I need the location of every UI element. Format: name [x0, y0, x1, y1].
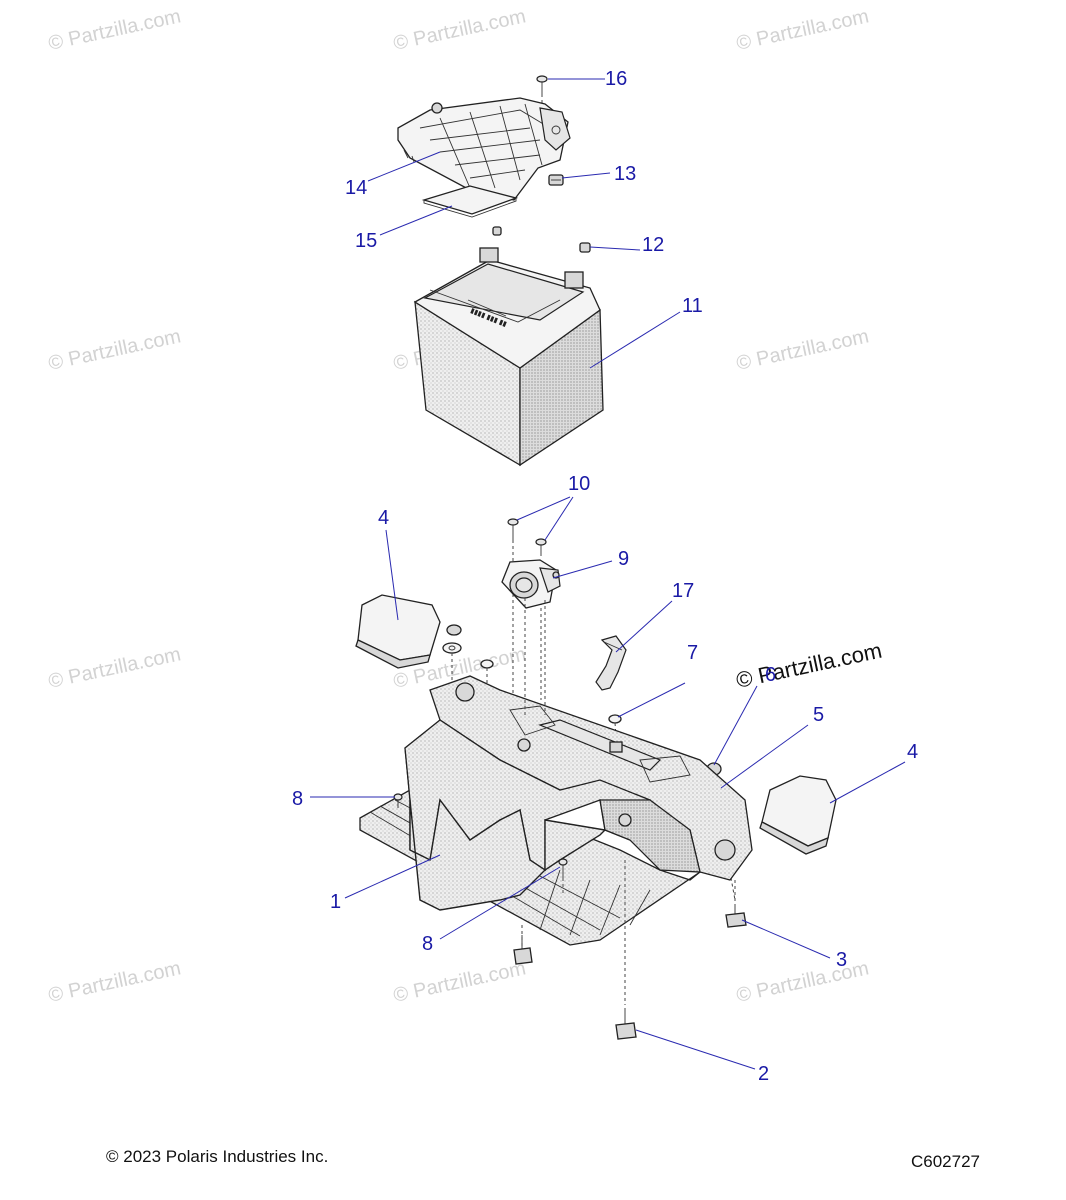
callouts: 16 14 13 15 12 11 10 9 17 4 7 6 5 4 8 1 …	[292, 68, 918, 1085]
part-12-bolt	[492, 226, 591, 253]
callout-4-right[interactable]: 4	[907, 741, 918, 763]
leader-lines	[310, 78, 906, 1070]
callout-11[interactable]: 11	[682, 295, 703, 317]
watermark: © Partzilla.com	[46, 325, 182, 375]
figure-id: C602727	[911, 1152, 981, 1171]
watermark: © Partzilla.com	[391, 957, 527, 1007]
callout-17[interactable]: 17	[672, 580, 694, 602]
callout-12[interactable]: 12	[642, 234, 664, 256]
watermark: © Partzilla.com	[734, 5, 870, 55]
alignment-lines	[524, 598, 546, 715]
part-14-bracket	[397, 97, 571, 201]
part-1-battery-tray	[359, 675, 753, 946]
watermark: © Partzilla.com	[46, 957, 182, 1007]
part-2-t-bolt	[615, 860, 637, 1040]
part-8-screw-center	[558, 858, 568, 895]
watermark-prominent: © Partzilla.com	[734, 638, 884, 693]
part-4-pad-right	[759, 775, 837, 855]
watermark: © Partzilla.com	[391, 5, 527, 55]
callout-10[interactable]: 10	[568, 473, 590, 495]
callout-3[interactable]: 3	[836, 949, 847, 971]
watermark: © Partzilla.com	[734, 325, 870, 375]
part-17-clip	[595, 635, 627, 691]
callout-6[interactable]: 6	[765, 664, 776, 686]
callout-13[interactable]: 13	[614, 163, 636, 185]
callout-15[interactable]: 15	[355, 230, 377, 252]
watermark: © Partzilla.com	[46, 643, 182, 693]
callout-8-left[interactable]: 8	[292, 788, 303, 810]
watermark: © Partzilla.com	[734, 957, 870, 1007]
callout-4-left[interactable]: 4	[378, 507, 389, 529]
watermark: © Partzilla.com	[46, 5, 182, 55]
part-9-solenoid	[501, 559, 561, 609]
callout-1[interactable]: 1	[330, 891, 341, 913]
callout-7[interactable]: 7	[687, 642, 698, 664]
part-11-battery: ▮▮▮▮ ▮▮▮ ▮▮	[413, 247, 604, 467]
copyright-notice: © 2023 Polaris Industries Inc.	[106, 1147, 329, 1166]
part-3-t-bolt	[513, 880, 747, 965]
callout-2[interactable]: 2	[758, 1063, 769, 1085]
callout-14[interactable]: 14	[345, 177, 367, 199]
callout-16[interactable]: 16	[605, 68, 627, 90]
part-15-pad	[421, 185, 519, 218]
callout-9[interactable]: 9	[618, 548, 629, 570]
part-4-pad-left	[355, 594, 441, 669]
callout-8-center[interactable]: 8	[422, 933, 433, 955]
callout-5[interactable]: 5	[813, 704, 824, 726]
part-10-screws	[507, 518, 547, 700]
part-13-nut	[548, 174, 564, 186]
